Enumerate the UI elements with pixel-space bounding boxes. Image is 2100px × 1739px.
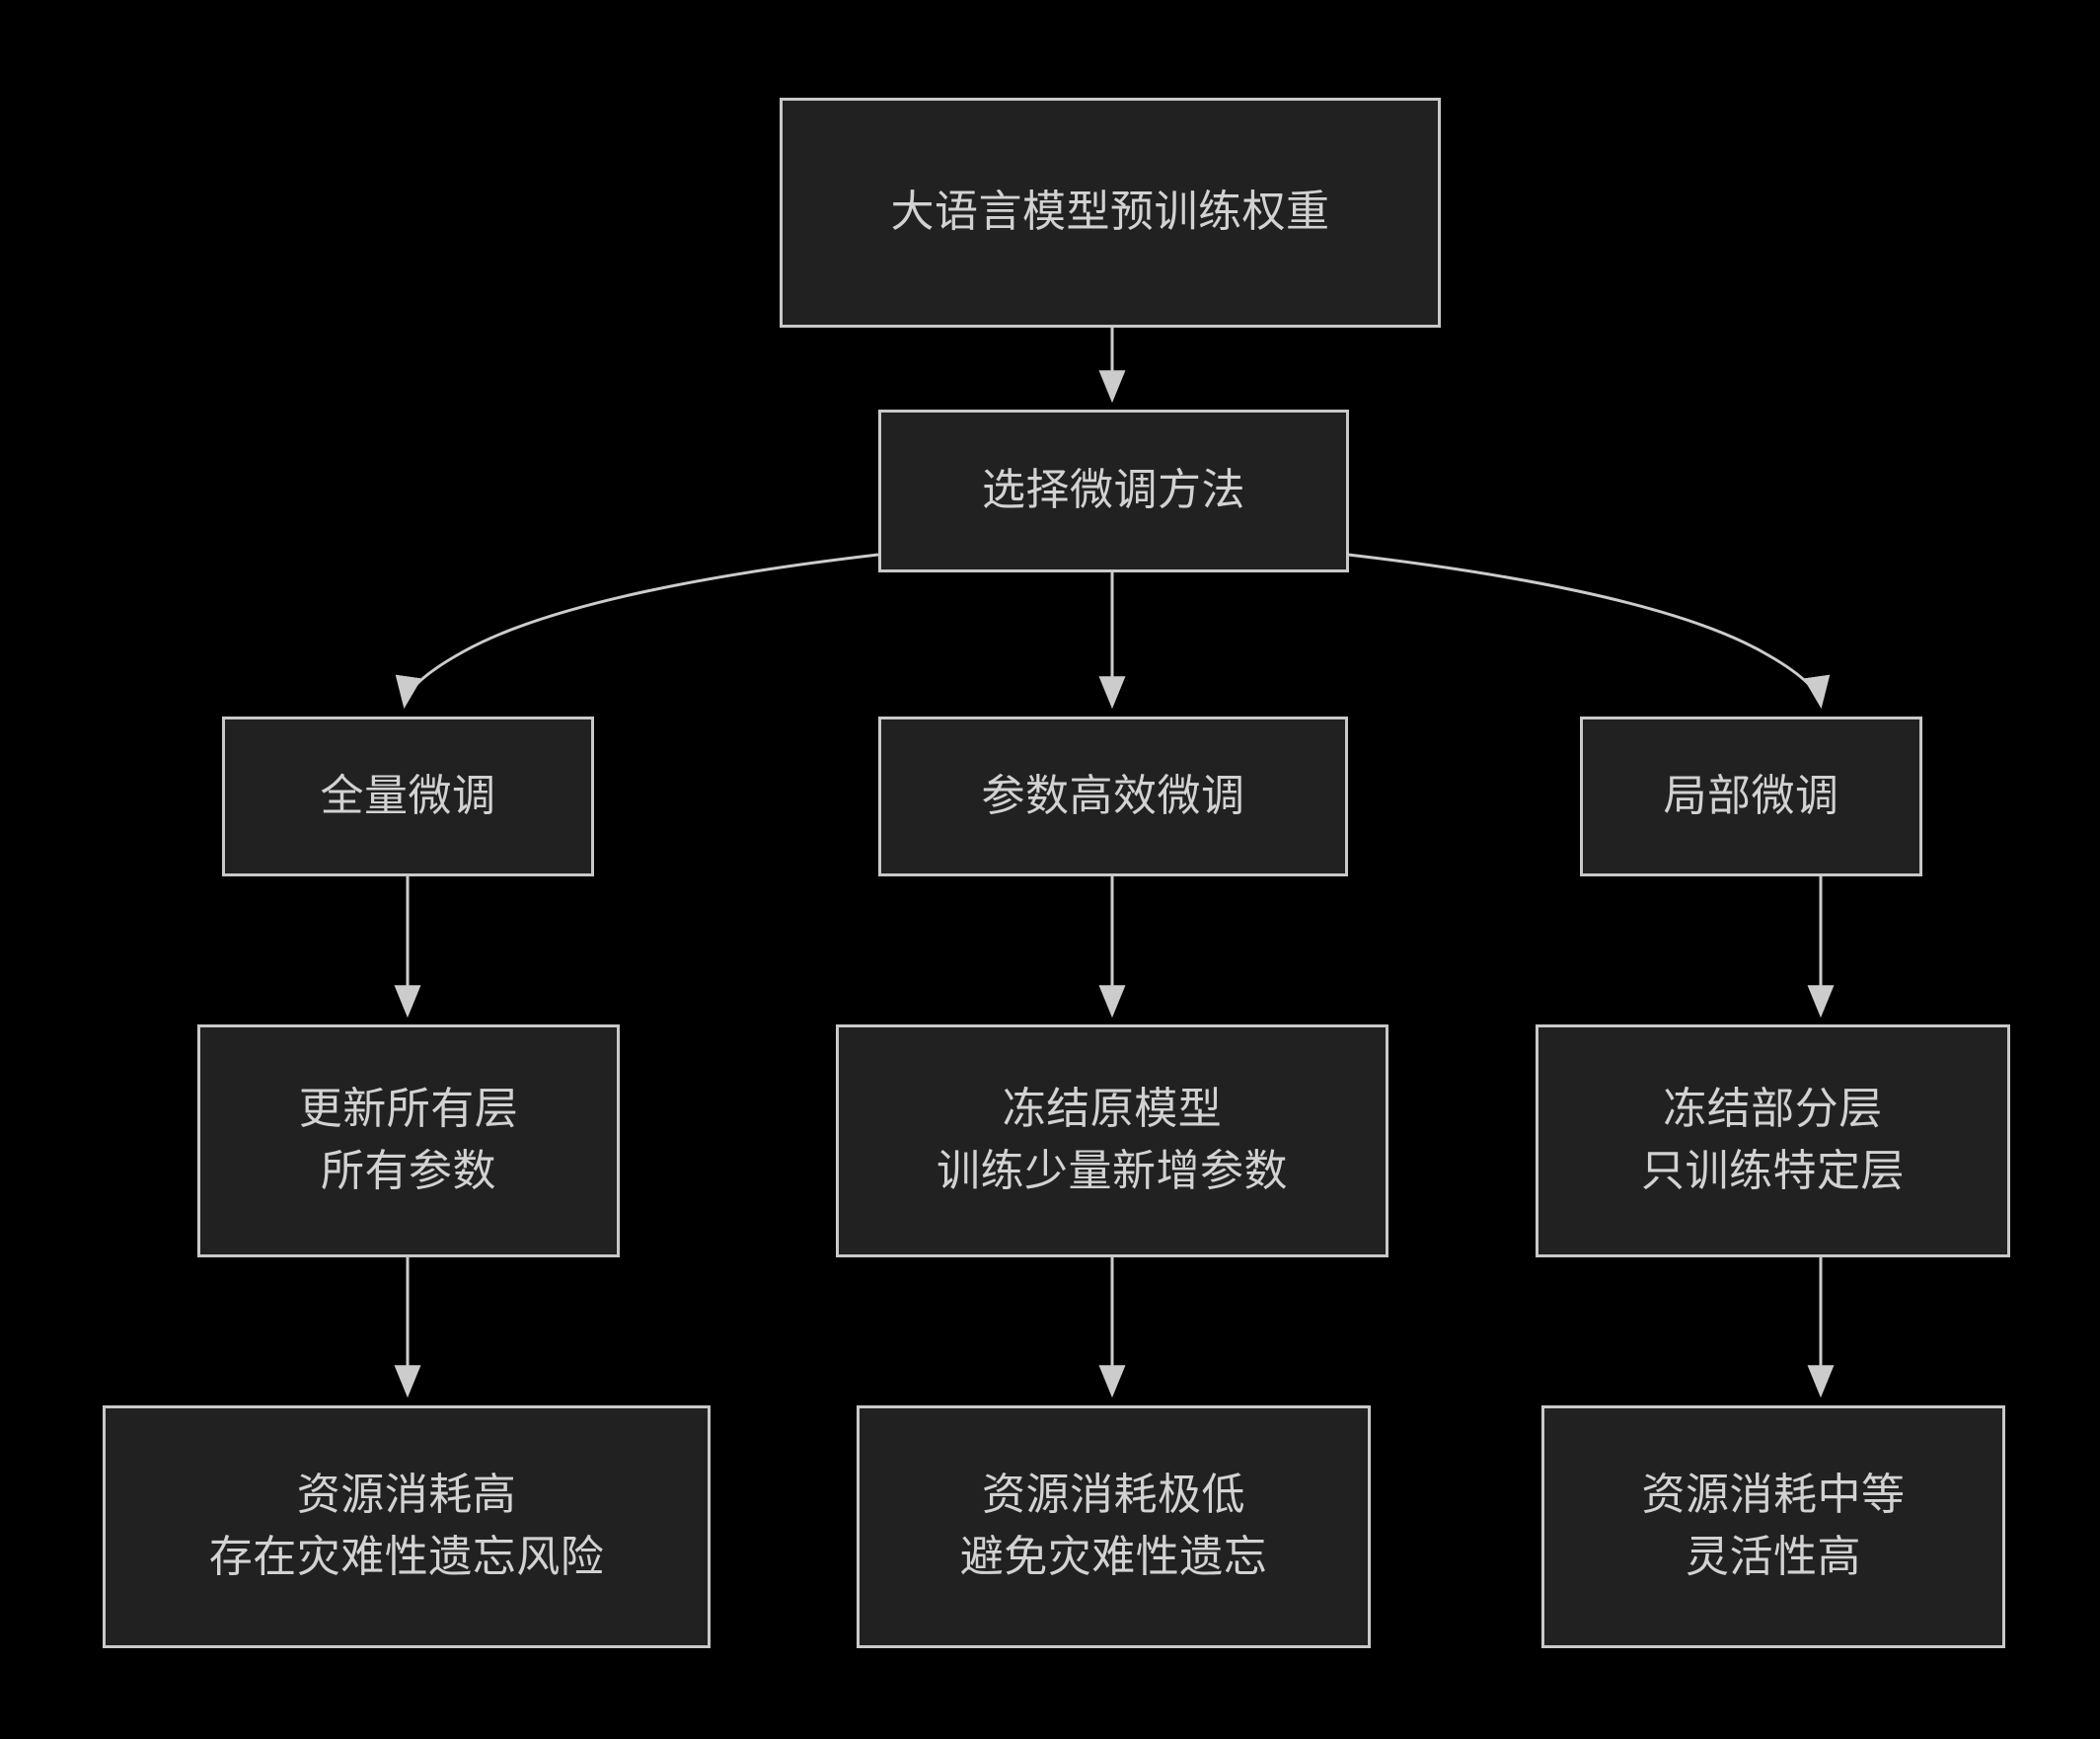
node-peft-detail-line-2: 训练少量新增参数 (937, 1147, 1288, 1195)
node-decide-line-1: 选择微调方法 (982, 466, 1245, 515)
node-partial-detail-line-1: 冻结部分层 (1663, 1085, 1883, 1134)
node-partial-detail[interactable]: 冻结部分层 只训练特定层 (1536, 1024, 2010, 1257)
node-peft-result-line-2: 避免灾难性遗忘 (959, 1533, 1268, 1581)
node-partial-detail-line-2: 只训练特定层 (1641, 1147, 1905, 1195)
node-root[interactable]: 大语言模型预训练权重 (780, 98, 1441, 328)
node-peft-detail[interactable]: 冻结原模型 训练少量新增参数 (836, 1024, 1388, 1257)
node-full-detail-line-2: 所有参数 (321, 1147, 496, 1195)
node-peft-result-line-1: 资源消耗极低 (982, 1471, 1245, 1520)
node-full-detail[interactable]: 更新所有层 所有参数 (197, 1024, 620, 1257)
node-full-result-line-2: 存在灾难性遗忘风险 (208, 1533, 605, 1581)
edge-decide-to-partial (1347, 553, 1831, 710)
node-root-line-1: 大语言模型预训练权重 (890, 188, 1330, 237)
node-peft-detail-line-1: 冻结原模型 (1002, 1085, 1223, 1134)
node-partial[interactable]: 局部微调 (1580, 717, 1922, 876)
node-peft-result[interactable]: 资源消耗极低 避免灾难性遗忘 (857, 1405, 1371, 1648)
edge-decide-to-full (395, 553, 879, 710)
node-decide[interactable]: 选择微调方法 (878, 410, 1349, 572)
node-peft[interactable]: 参数高效微调 (878, 717, 1348, 876)
node-partial-result[interactable]: 资源消耗中等 灵活性高 (1541, 1405, 2005, 1648)
node-partial-result-line-1: 资源消耗中等 (1641, 1471, 1906, 1520)
node-full[interactable]: 全量微调 (222, 717, 594, 876)
node-partial-result-line-2: 灵活性高 (1686, 1533, 1861, 1581)
node-full-detail-line-1: 更新所有层 (298, 1085, 519, 1134)
node-full-result-line-1: 资源消耗高 (296, 1471, 517, 1520)
node-full-result[interactable]: 资源消耗高 存在灾难性遗忘风险 (103, 1405, 711, 1648)
node-peft-line-1: 参数高效微调 (981, 771, 1245, 820)
node-full-line-1: 全量微调 (320, 771, 496, 820)
node-partial-line-1: 局部微调 (1663, 771, 1839, 820)
